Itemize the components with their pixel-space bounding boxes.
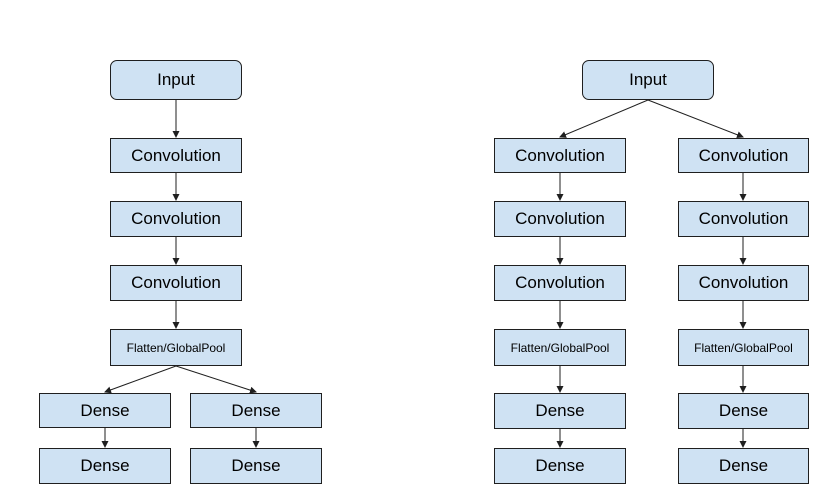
left-dense-left-1: Dense <box>39 393 171 428</box>
edge-pool-dense-left <box>104 365 177 394</box>
right-a-dense1-node: Dense <box>494 393 626 429</box>
left-pool-node: Flatten/GlobalPool <box>110 329 242 366</box>
right-a-conv2-node: Convolution <box>494 201 626 237</box>
right-input-node: Input <box>582 60 714 100</box>
right-a-conv3-node: Convolution <box>494 265 626 301</box>
left-conv1-node: Convolution <box>110 138 242 173</box>
right-a-conv1-node: Convolution <box>494 138 626 173</box>
left-conv2-node: Convolution <box>110 201 242 237</box>
left-dense-right-2: Dense <box>190 448 322 484</box>
left-conv3-node: Convolution <box>110 265 242 301</box>
edge-input-branch-a <box>559 99 649 138</box>
left-dense-left-2: Dense <box>39 448 171 484</box>
left-dense-right-1: Dense <box>190 393 322 428</box>
right-b-conv3-node: Convolution <box>678 265 809 301</box>
right-b-conv1-node: Convolution <box>678 138 809 173</box>
right-b-pool-node: Flatten/GlobalPool <box>678 329 809 366</box>
edge-input-branch-b <box>647 99 744 139</box>
left-input-node: Input <box>110 60 242 100</box>
right-a-pool-node: Flatten/GlobalPool <box>494 329 626 366</box>
right-a-dense2-node: Dense <box>494 448 626 484</box>
right-b-dense1-node: Dense <box>678 393 809 429</box>
right-b-dense2-node: Dense <box>678 448 809 484</box>
edge-pool-dense-right <box>175 365 257 394</box>
right-b-conv2-node: Convolution <box>678 201 809 237</box>
